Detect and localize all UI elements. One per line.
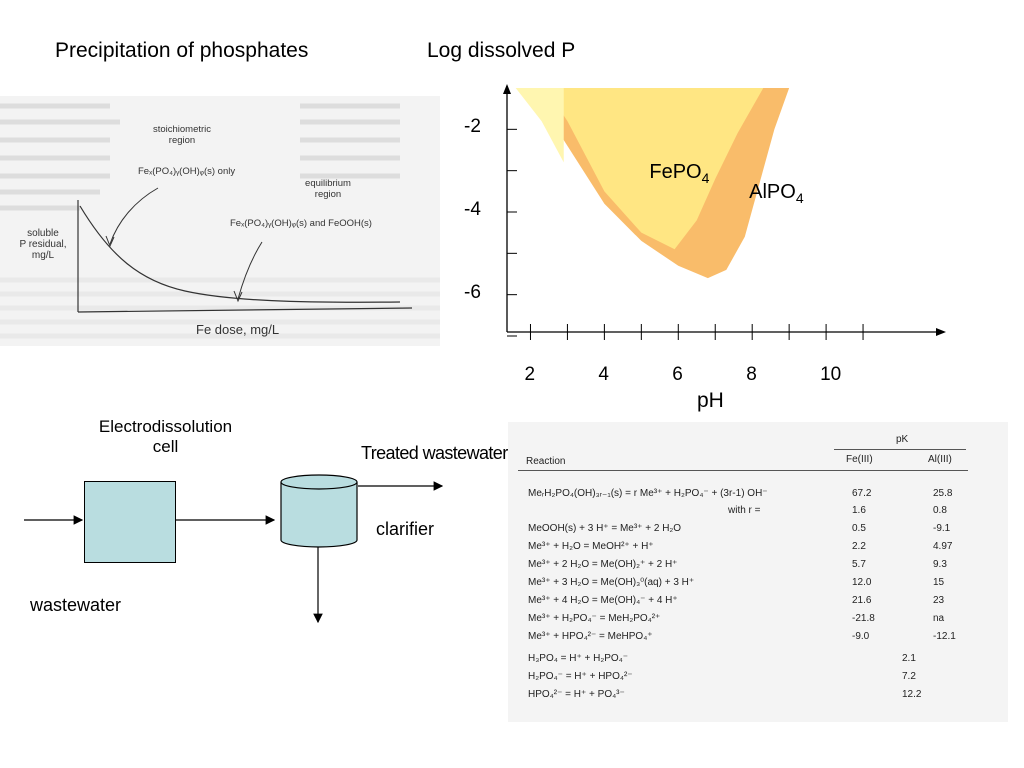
dose-curve-svg [0,103,440,346]
y-axis-arrowhead [503,84,511,94]
clarifier-top [280,474,358,490]
x-tick-label: 6 [672,364,683,385]
x-tick-label: 4 [598,364,609,385]
pk-fe-value: 67.2 [852,488,872,499]
scanned-dose-figure: stoichiometric region Feₓ(PO₄)ᵧ(OH)ᵩ(s) … [0,96,440,346]
scan-dose-curve [79,205,401,303]
col-fe: Fe(III) [846,454,873,465]
pk-fe-value: 21.6 [852,595,872,606]
pk-acid-reaction: HPO₄²⁻ = H⁺ + PO₄³⁻ [528,689,625,700]
pk-acid-value: 2.1 [902,653,916,664]
x-tick-label: 10 [820,364,842,385]
pk-reaction: Me³⁺ + 3 H₂O = Me(OH)₃⁰(aq) + 3 H⁺ [528,577,695,588]
pk-fe-value: 1.6 [852,505,866,516]
pk-acid-value: 12.2 [902,689,922,700]
area-series-1 [545,88,764,250]
pk-reaction: Me³⁺ + 2 H₂O = Me(OH)₂⁺ + 2 H⁺ [528,559,678,570]
log-p-chart [503,84,946,340]
scan-y-label: soluble P residual, mg/L [19,228,67,261]
pk-fe-value: 12.0 [852,577,872,588]
clarifier-label: clarifier [376,519,435,539]
x-tick-label: 2 [524,364,536,385]
x-axis-title: pH [697,389,724,412]
scan-x-axis [77,307,413,313]
electrodissolution-cell-box [84,481,176,563]
x-axis-arrowhead [936,328,946,336]
pk-header: pK [896,434,909,445]
pk-fe-value: -9.0 [852,631,870,642]
pk-al-value: na [933,613,945,624]
pk-al-value: -12.1 [933,631,956,642]
clarifier-body [280,482,358,548]
pk-fe-value: 2.2 [852,541,866,552]
pk-table: pK Reaction Fe(III) Al(III) MeᵣH₂PO₄(OH)… [508,422,1008,722]
pk-reaction: Me³⁺ + 4 H₂O = Me(OH)₄⁻ + 4 H⁺ [528,595,678,606]
fe-only-annotation: Feₓ(PO₄)ᵧ(OH)ᵩ(s) only [138,166,236,177]
treated-label: Treated wastewater [361,443,508,463]
pk-al-value: 9.3 [933,559,947,570]
wastewater-label: wastewater [30,595,122,615]
area-series-2 [515,88,564,163]
chart-areas [515,88,790,279]
pk-fe-value: -21.8 [852,613,875,624]
pk-reaction: MeOOH(s) + 3 H⁺ = Me³⁺ + 2 H₂O [528,523,682,534]
y-tick-label: -6 [464,281,481,303]
pk-acid-value: 7.2 [902,671,916,682]
pk-reaction: with r = [728,505,761,516]
y-tick-label: -2 [464,116,481,138]
pk-reaction: MeᵣH₂PO₄(OH)₃ᵣ₋₁(s) = r Me³⁺ + H₂PO₄⁻ + … [528,488,768,499]
col-reaction: Reaction [526,456,566,467]
fe-feooh-annotation: Feₓ(PO₄)ᵧ(OH)ᵩ(s) and FeOOH(s) [230,218,372,229]
equilibrium-annotation: equilibrium region [305,178,351,200]
pk-al-value: 4.97 [933,541,953,552]
pk-reaction: Me³⁺ + H₂O = MeOH²⁺ + H⁺ [528,541,654,552]
right-title: Log dissolved P [427,39,576,62]
pk-al-value: 23 [933,595,945,606]
scan-x-label: Fe dose, mg/L [196,322,280,337]
pk-al-value: 15 [933,577,945,588]
region-label: FePO4 [649,160,710,186]
pk-acid-reaction: H₃PO₄ = H⁺ + H₂PO₄⁻ [528,653,629,664]
pk-acid-reaction: H₂PO₄⁻ = H⁺ + HPO₄²⁻ [528,671,633,682]
stoich-annotation: stoichiometric region [152,124,212,146]
pk-fe-value: 5.7 [852,559,866,570]
col-al: Al(III) [928,454,952,465]
pk-al-value: 0.8 [933,505,947,516]
y-tick-label: -4 [464,199,481,220]
left-title: Precipitation of phosphates [55,39,309,62]
pk-reaction: Me³⁺ + H₂PO₄⁻ = MeH₂PO₄²⁺ [528,613,661,624]
pk-fe-value: 0.5 [852,523,866,534]
pk-al-value: 25.8 [933,488,953,499]
flow-svg [24,474,444,624]
pk-reaction: Me³⁺ + HPO₄²⁻ = MeHPO₄⁺ [528,631,653,642]
chart-axes [503,84,946,340]
x-tick-label: 8 [746,364,757,385]
region-label: AlPO4 [749,181,804,207]
pk-al-value: -9.1 [933,523,951,534]
cell-label: Electrodissolution cell [98,417,233,456]
